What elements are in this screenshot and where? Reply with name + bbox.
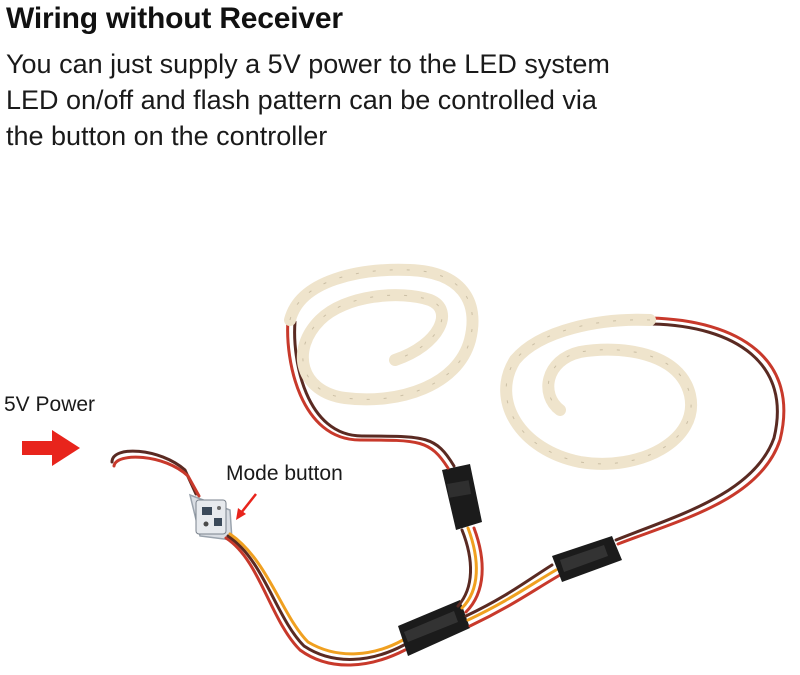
controller-output-wires — [224, 532, 407, 667]
description-line-1: You can just supply a 5V power to the LE… — [6, 49, 610, 79]
right-led-strip — [500, 313, 698, 470]
mode-button-label: Mode button — [226, 462, 343, 485]
right-strip-connector — [552, 536, 622, 582]
led-controller — [188, 493, 233, 541]
page-title: Wiring without Receiver — [6, 2, 343, 35]
description-line-3: the button on the controller — [6, 121, 328, 151]
left-led-strip — [284, 263, 479, 406]
power-input-wires — [110, 449, 201, 498]
small-red-arrow-icon — [236, 493, 257, 520]
strip-feed-wires — [286, 316, 786, 546]
red-arrow-icon — [22, 430, 80, 466]
splitter-connector — [398, 600, 470, 656]
description: You can just supply a 5V power to the LE… — [6, 46, 610, 154]
description-line-2: LED on/off and flash pattern can be cont… — [6, 85, 597, 115]
left-strip-connector — [442, 464, 482, 530]
power-label: 5V Power — [4, 393, 96, 416]
branch-wires — [456, 526, 562, 628]
